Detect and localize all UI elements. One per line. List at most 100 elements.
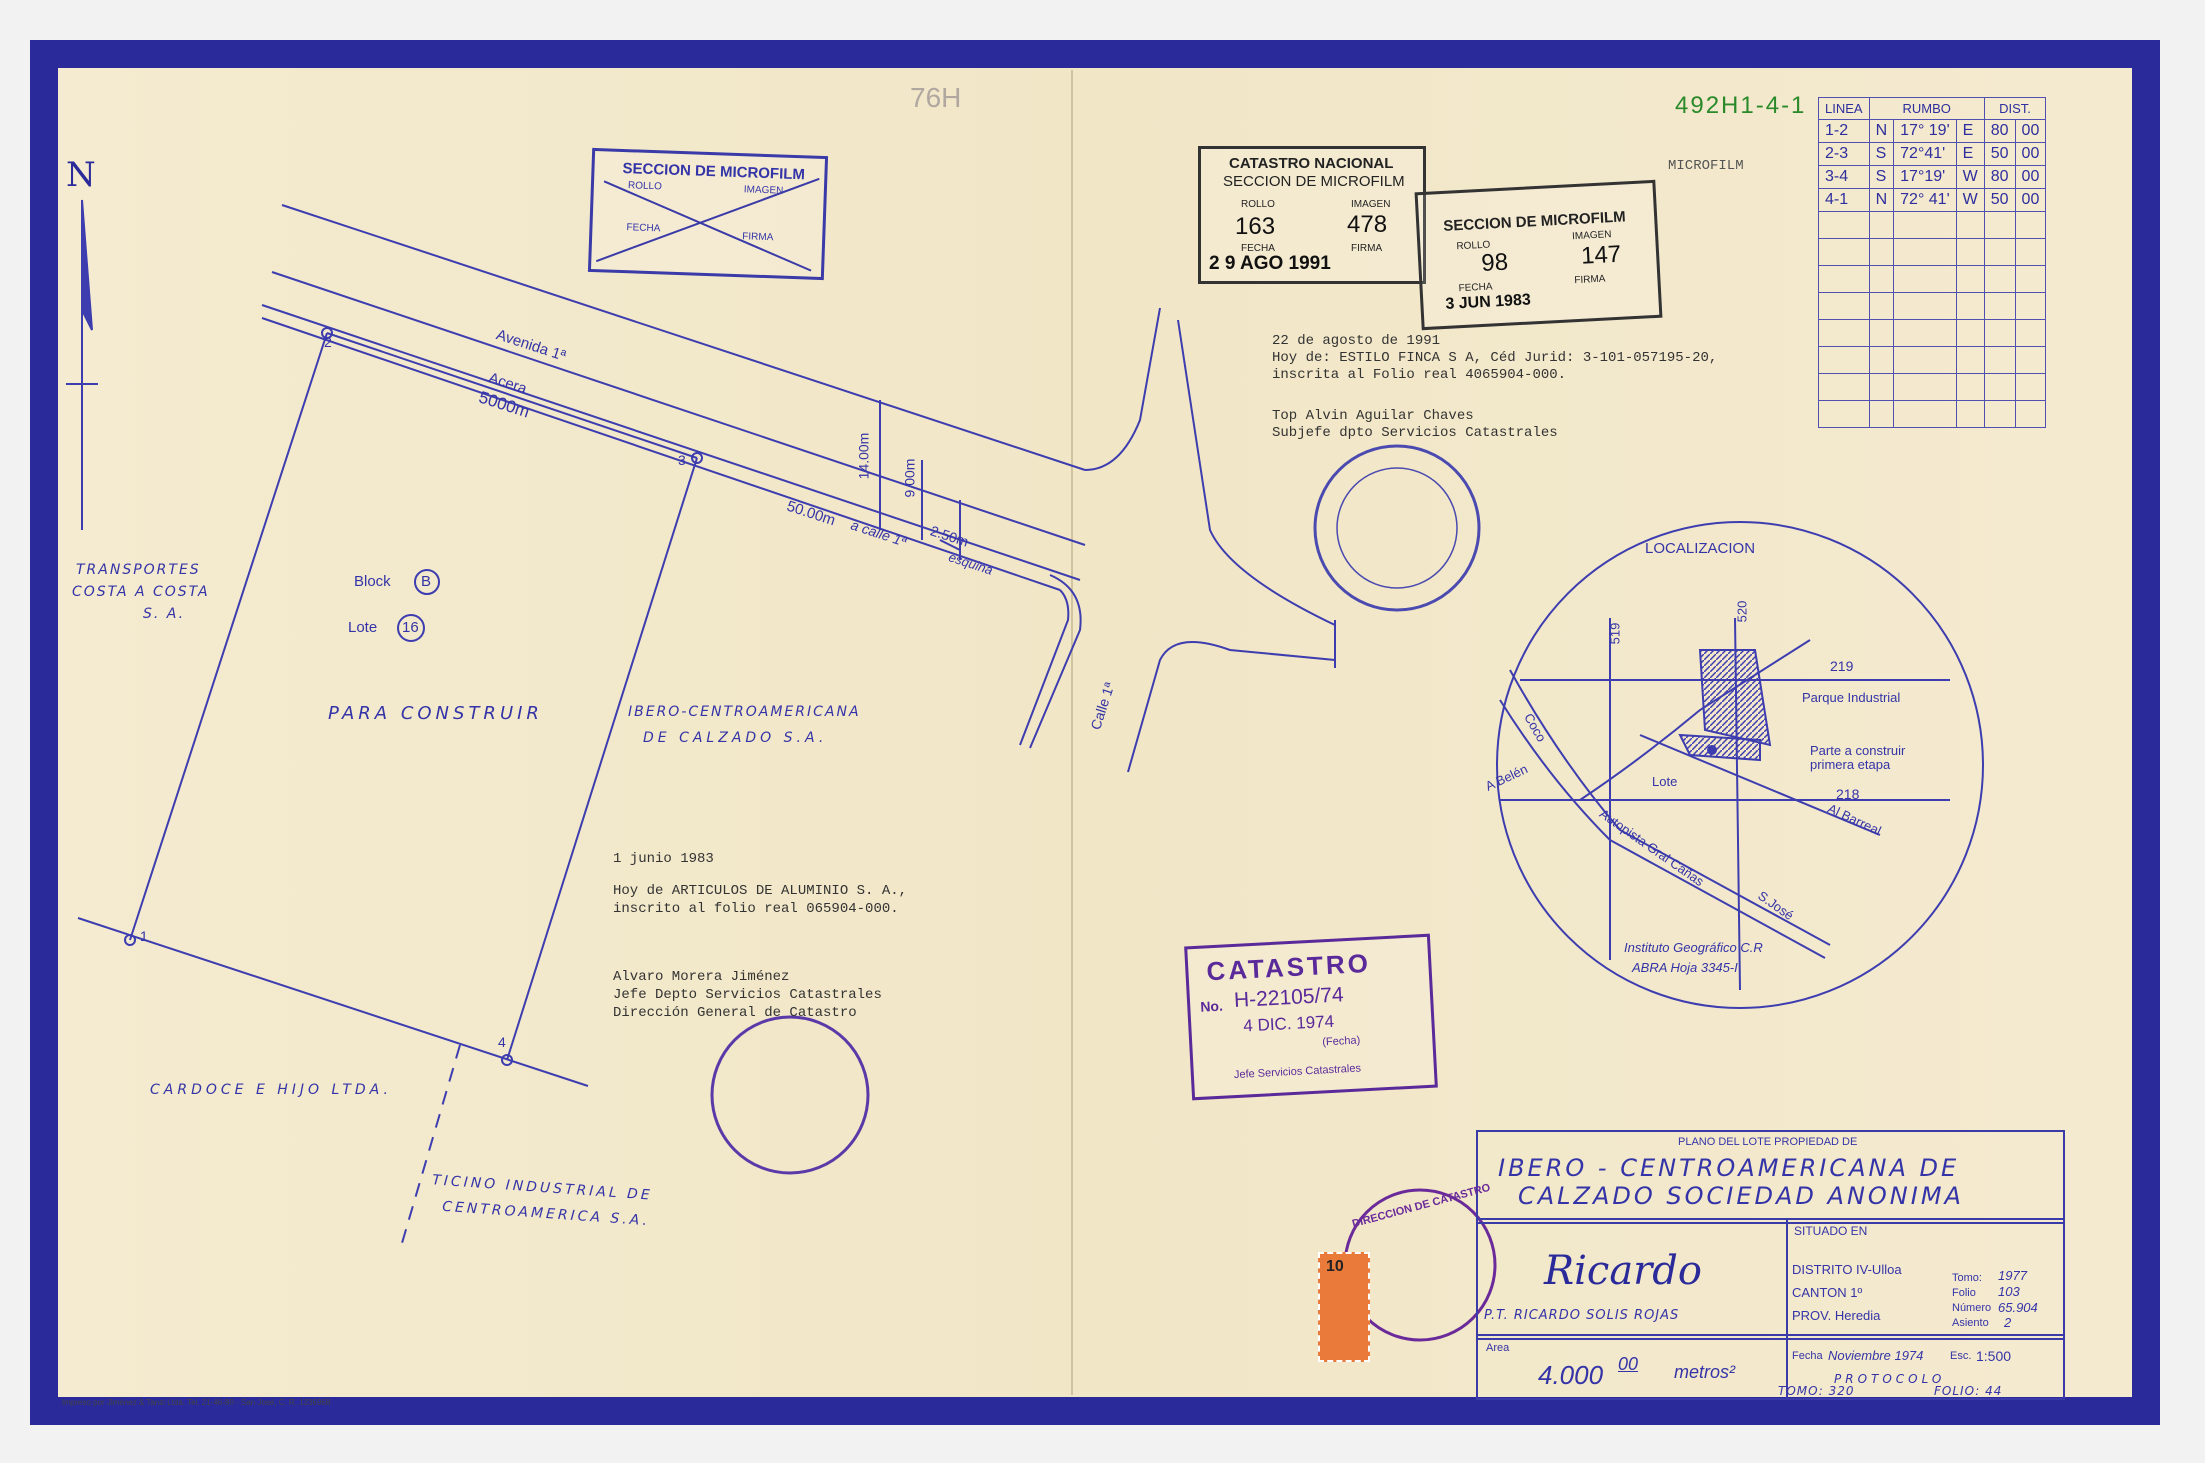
- stamp-imagen-value: 478: [1347, 211, 1388, 238]
- asiento-value: 2: [2004, 1315, 2012, 1330]
- table-row: 2-3 S 72°41' E 50 00: [1818, 142, 2047, 166]
- annotation-signer-title: Subjefe dpto Servicios Catastrales: [1272, 425, 1558, 441]
- loc-autopista-1: [1509, 669, 1831, 946]
- stamp-rollo-value: 98: [1480, 248, 1509, 277]
- microfilm-stamp-1: SECCION DE MICROFILM ROLLO IMAGEN FECHA …: [587, 147, 829, 281]
- asiento-label: Asiento: [1952, 1317, 1989, 1329]
- cell-ew: E: [1955, 142, 1985, 166]
- owner-name-1: IBERO - CENTROAMERICANA DE: [1498, 1154, 1960, 1182]
- folio-label: Folio: [1952, 1287, 1976, 1299]
- boundary-dashed: [399, 1044, 461, 1251]
- stamp-firma: FIRMA: [1351, 243, 1383, 254]
- microfilm-stamp-2: SECCION DE MICROFILM ROLLO IMAGEN 98 147…: [1414, 179, 1663, 331]
- cell-dist: 50: [1983, 142, 2016, 166]
- lot-edge-1-2: [129, 332, 328, 941]
- loc-520: 520: [1734, 600, 1750, 623]
- stamp-title: CATASTRO: [1205, 947, 1372, 987]
- escala-label: Esc.: [1950, 1350, 1972, 1362]
- avenida-line-1: [281, 204, 1086, 471]
- vertex-1: [124, 934, 136, 946]
- dim-tick: [939, 539, 961, 551]
- stamp-title-1: CATASTRO NACIONAL: [1229, 155, 1394, 172]
- calle-curve-left-2: [1019, 589, 1070, 746]
- fecha-label: Fecha: [1792, 1350, 1823, 1362]
- cell-dir: N: [1868, 188, 1895, 212]
- stamp-imagen: IMAGEN: [1351, 199, 1391, 210]
- cell-ew: W: [1955, 188, 1985, 212]
- cell-dec: 00: [2014, 165, 2047, 189]
- block-value: B: [421, 573, 432, 590]
- table-row: 3-4 S 17°19' W 80 00: [1818, 165, 2047, 189]
- col-dist: DIST.: [1983, 97, 2047, 120]
- lote-circle: [397, 614, 425, 642]
- table-row: 4-1 N 72° 41' W 50 00: [1818, 188, 2047, 212]
- calle-curve-right-2: [1127, 641, 1336, 773]
- stamp-jefe: Jefe Servicios Catastrales: [1233, 1062, 1362, 1082]
- timbre-value: 10: [1326, 1258, 1344, 1275]
- cell-dir: N: [1868, 119, 1895, 143]
- lote-value: 16: [402, 619, 419, 636]
- catastro-nacional-seal-inner: [1336, 467, 1458, 589]
- provincia: PROV. Heredia: [1792, 1308, 1881, 1323]
- acera-line-1: [261, 304, 1081, 581]
- parte-hatch: [1678, 733, 1761, 762]
- loc-title: LOCALIZACION: [1645, 540, 1756, 557]
- fecha-value: Noviembre 1974: [1828, 1348, 1924, 1363]
- neighbor-west-1: TRANSPORTES: [76, 562, 201, 578]
- stamp-imagen-value: 147: [1580, 240, 1622, 270]
- annotation-date: 1 junio 1983: [613, 851, 714, 867]
- loc-519: 519: [1607, 622, 1623, 645]
- localizacion-circle: [1496, 521, 1984, 1009]
- protocolo-folio: FOLIO: 44: [1934, 1384, 2003, 1398]
- canton: CANTON 1º: [1792, 1285, 1863, 1300]
- annotation-signer-office: Dirección General de Catastro: [613, 1005, 857, 1021]
- title-block-owner: PLANO DEL LOTE PROPIEDAD DE IBERO - CENT…: [1476, 1130, 2065, 1224]
- loc-219: 219: [1830, 658, 1854, 674]
- neighbor-south: CARDOCE E HIJO LTDA.: [150, 1082, 392, 1098]
- stamp-fecha: FECHA: [1458, 281, 1493, 295]
- annotation-signer: Top Alvin Aguilar Chaves: [1272, 408, 1474, 424]
- situado-label: SITUADO EN: [1794, 1224, 1868, 1238]
- cell-linea: 3-4: [1818, 165, 1870, 189]
- parque-hatch: [1698, 649, 1772, 747]
- annotation-line-1: Hoy de ARTICULOS DE ALUMINIO S. A.,: [613, 883, 908, 899]
- cell-angle: 17° 19': [1893, 119, 1957, 143]
- catastro-stamp: CATASTRO No. H-22105/74 4 DIC. 1974 (Fec…: [1184, 933, 1438, 1101]
- signature: Ricardo: [1544, 1248, 1702, 1294]
- loc-parte-2: primera etapa: [1810, 757, 1891, 772]
- annotation-signer-title: Jefe Depto Servicios Catastrales: [613, 987, 882, 1003]
- cross-out-icon: [595, 177, 820, 272]
- block-circle: [414, 569, 440, 595]
- vertex-label-1: 1: [140, 928, 148, 944]
- loc-parte-1: Parte a construir: [1810, 743, 1906, 758]
- paper: [58, 68, 2132, 1397]
- cell-linea: 1-2: [1818, 119, 1870, 143]
- area-label: Area: [1486, 1342, 1510, 1354]
- cell-dec: 00: [2014, 119, 2047, 143]
- loc-lote: Lote: [1652, 774, 1678, 789]
- loc-parque: Parque Industrial: [1802, 690, 1901, 705]
- table-row: 1-2 N 17° 19' E 80 00: [1818, 119, 2047, 143]
- stamp-no-label: No.: [1199, 997, 1224, 1015]
- stamp-fecha-label: (Fecha): [1322, 1034, 1361, 1049]
- stamp-fecha: FECHA: [1241, 243, 1275, 254]
- top-pencil-note: 76H: [910, 82, 962, 113]
- annotation-line-1: Hoy de: ESTILO FINCA S A, Céd Jurid: 3-1…: [1272, 350, 1718, 366]
- vertex-label-3: 3: [678, 452, 686, 468]
- lote-label: Lote: [348, 619, 378, 636]
- fiscal-timbre: 10: [1318, 1252, 1370, 1362]
- cell-linea: 4-1: [1818, 188, 1870, 212]
- cell-linea: 2-3: [1818, 142, 1870, 166]
- protocolo-tomo: TOMO: 320: [1778, 1384, 1855, 1398]
- cell-dist: 80: [1983, 165, 2016, 189]
- para-construir-label: PARA CONSTRUIR: [328, 703, 543, 724]
- loc-road-1: [1579, 639, 1811, 801]
- loc-abra: ABRA Hoja 3345-I: [1632, 960, 1738, 975]
- stamp-rollo-value: 163: [1235, 213, 1276, 240]
- vertex-label-4: 4: [498, 1034, 506, 1050]
- cell-angle: 72° 41': [1893, 188, 1957, 212]
- stamp-firma: FIRMA: [1574, 273, 1606, 287]
- cell-angle: 72°41': [1893, 142, 1957, 166]
- plano-label: PLANO DEL LOTE PROPIEDAD DE: [1678, 1136, 1858, 1148]
- signer-name: P.T. RICARDO SOLIS ROJAS: [1484, 1308, 1680, 1323]
